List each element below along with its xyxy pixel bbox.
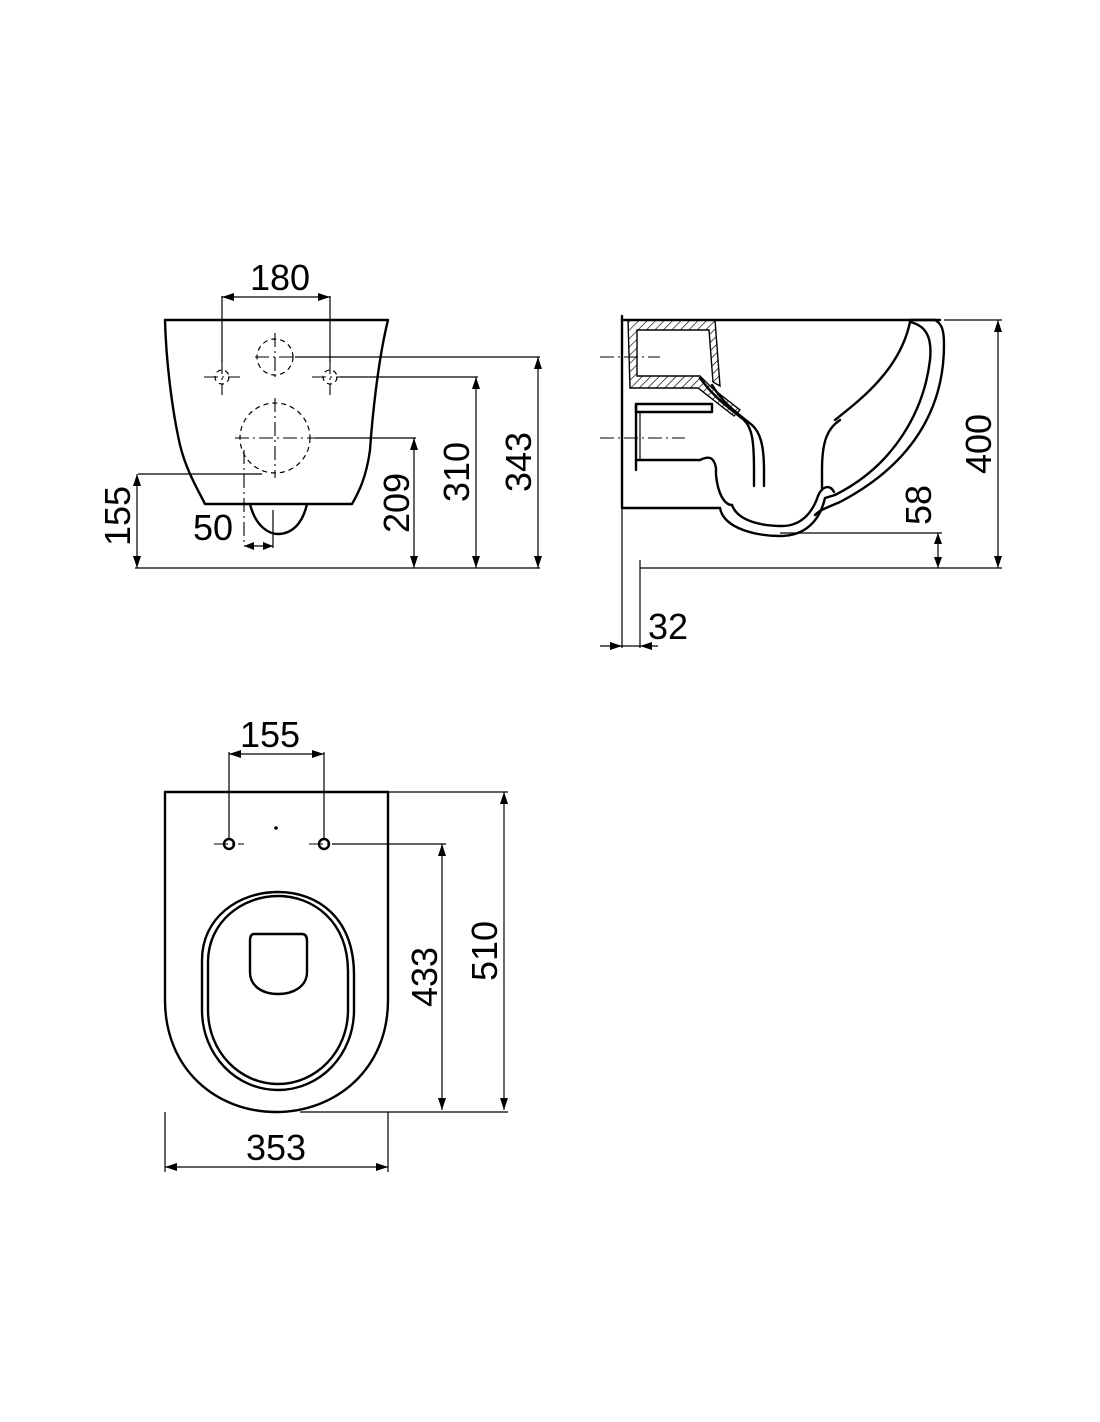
- dim-waste-height: 155: [97, 474, 141, 568]
- svg-text:400: 400: [958, 414, 999, 474]
- dim-total-height: 400: [958, 320, 1002, 568]
- waste-circle: [239, 402, 311, 474]
- dim-wall-gap: 32: [600, 606, 688, 650]
- top-view: 155 433 510 353: [163, 714, 508, 1172]
- side-body-back: [620, 314, 722, 510]
- svg-text:433: 433: [404, 947, 445, 1007]
- svg-text:209: 209: [376, 473, 417, 533]
- side-waste-pipe-lower: [634, 456, 734, 507]
- rear-body-outline: [163, 318, 390, 506]
- svg-text:353: 353: [246, 1127, 306, 1168]
- dim-inlet-height: 209: [376, 438, 418, 568]
- top-drain-opening: [248, 932, 309, 996]
- svg-text:155: 155: [240, 714, 300, 755]
- svg-text:510: 510: [464, 921, 505, 981]
- fixing-hole-left: [204, 360, 240, 395]
- side-bowl-outer: [813, 318, 946, 517]
- dim-outlet-diameter: 50: [193, 507, 273, 550]
- dim-total-width: 353: [165, 1127, 388, 1171]
- svg-text:180: 180: [250, 257, 310, 298]
- svg-text:32: 32: [648, 606, 688, 647]
- side-inner-rear-wall-2: [833, 320, 912, 422]
- svg-text:58: 58: [898, 485, 939, 525]
- center-mark: [274, 826, 278, 830]
- dim-seat-fixing-spacing: 155: [229, 714, 324, 758]
- rear-view: 180 155 50 209 310: [97, 257, 542, 569]
- svg-text:310: 310: [436, 442, 477, 502]
- dim-fixing-height: 310: [436, 377, 480, 568]
- seat-fixing-hole-left: [214, 837, 244, 851]
- dim-fixing-spacing: 180: [222, 257, 330, 301]
- svg-text:50: 50: [193, 507, 233, 548]
- dim-fixing-to-front: 433: [404, 844, 446, 1110]
- dim-rim-to-base: 58: [898, 485, 942, 568]
- svg-text:343: 343: [498, 432, 539, 492]
- top-body-outline: [163, 790, 390, 1114]
- side-flush-hatch: [627, 319, 742, 417]
- outlet-stub: [248, 502, 309, 536]
- side-view: 400 58 32: [600, 314, 1002, 650]
- side-inner-rear-wall: [820, 418, 842, 492]
- side-trap-inner: [730, 485, 836, 528]
- svg-text:155: 155: [97, 486, 138, 546]
- top-bowl-inner: [206, 894, 350, 1086]
- top-bowl-rim: [200, 890, 356, 1092]
- side-trap-outer: [718, 493, 837, 538]
- dim-total-length: 510: [464, 792, 508, 1110]
- side-waste-pipe: [634, 402, 714, 414]
- side-bowl-inner: [833, 320, 932, 497]
- dim-upper-height: 343: [498, 357, 542, 568]
